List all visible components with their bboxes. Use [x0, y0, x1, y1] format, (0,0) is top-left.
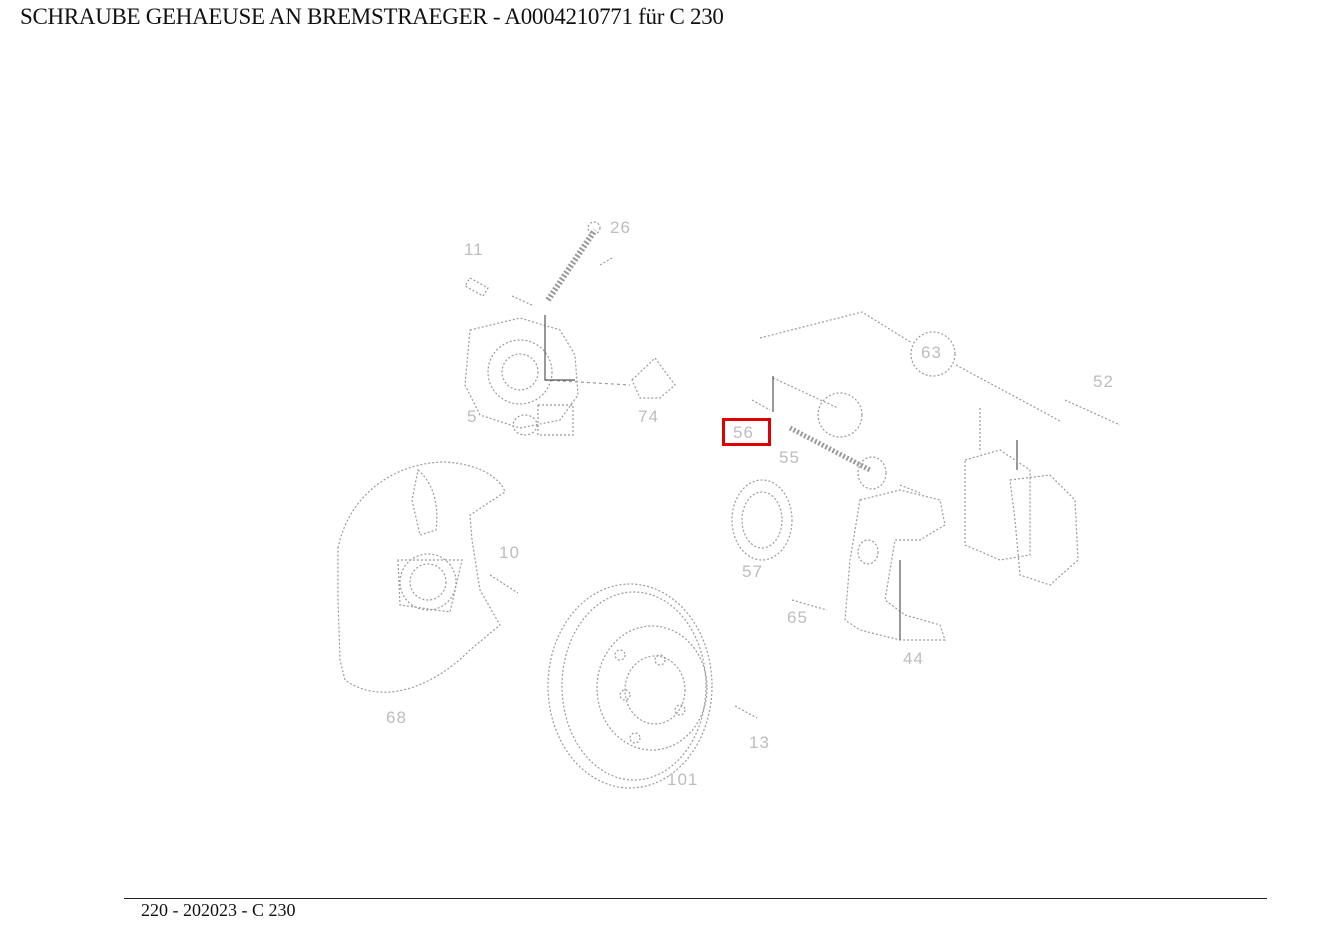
callout-63[interactable]: 63 — [921, 343, 942, 362]
callout-55[interactable]: 55 — [779, 448, 800, 467]
callout-56[interactable]: 56 — [733, 423, 754, 442]
callout-65[interactable]: 65 — [787, 608, 808, 627]
page-title: SCHRAUBE GEHAEUSE AN BREMSTRAEGER - A000… — [20, 4, 724, 29]
callout-57[interactable]: 57 — [742, 562, 763, 581]
callout-101[interactable]: 101 — [667, 770, 699, 789]
footer-divider — [124, 898, 1267, 899]
callout-74[interactable]: 74 — [638, 407, 659, 426]
callout-52[interactable]: 52 — [1093, 372, 1114, 391]
callout-5[interactable]: 5 — [467, 407, 478, 426]
callout-11[interactable]: 11 — [464, 240, 484, 259]
caliper-bolt-drawing — [751, 392, 887, 490]
footer-caption: 220 - 202023 - C 230 — [141, 900, 296, 920]
brake-pad-drawing — [964, 399, 1121, 586]
callout-26[interactable]: 26 — [610, 218, 631, 237]
brake-disc-drawing — [547, 583, 758, 789]
dust-shield-drawing — [337, 461, 519, 693]
callout-68[interactable]: 68 — [386, 708, 407, 727]
callout-13[interactable]: 13 — [749, 733, 770, 752]
caliper-bracket-drawing — [791, 484, 946, 641]
seal-ring-drawing — [731, 479, 793, 561]
callout-10[interactable]: 10 — [499, 543, 520, 562]
wheel-hub-drawing — [464, 221, 676, 436]
selected-part-highlight — [722, 418, 771, 446]
leader-lines — [759, 311, 1063, 470]
callout-44[interactable]: 44 — [903, 649, 924, 668]
